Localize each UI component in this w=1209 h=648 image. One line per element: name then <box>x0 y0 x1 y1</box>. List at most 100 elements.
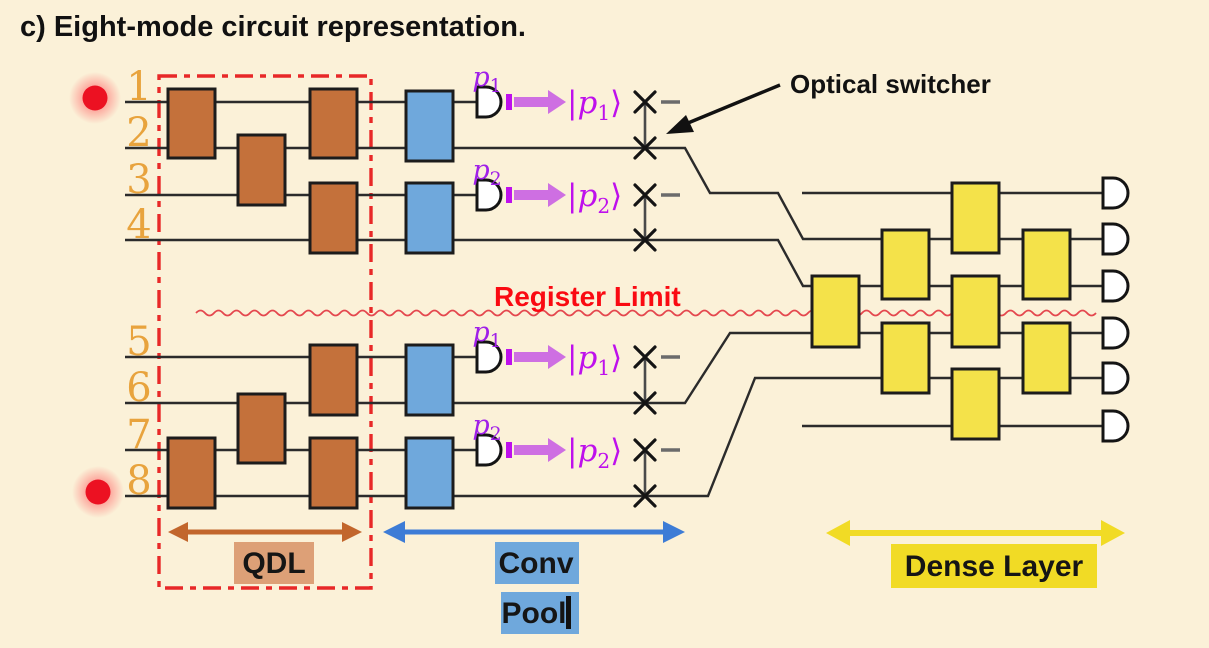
probe-label-p1-upper: p1 <box>472 62 501 97</box>
conv-block-m56 <box>404 343 455 417</box>
ket-p2-upper: |p2⟩ <box>567 178 622 218</box>
qdl-label: QDL <box>242 547 305 580</box>
qdl-dashed-boundary <box>157 74 373 590</box>
wire-mode-2-to-dense <box>125 146 1103 241</box>
mode-label-5: 5 <box>126 319 151 365</box>
switch-x-icon-m3 <box>633 183 657 207</box>
probe-arrow-shaft-m1 <box>514 97 549 107</box>
qdl-block-m78-right <box>308 436 359 510</box>
qdl-blocks <box>166 87 359 510</box>
pointer-line <box>687 83 781 125</box>
output-detector-icon-4 <box>1101 316 1130 350</box>
measurement-upper-p2: p2 |p2⟩ <box>472 155 622 218</box>
dense-block-c1 <box>810 274 861 349</box>
dense-block-c2a <box>880 228 931 301</box>
probe-arrow-head-m7 <box>548 438 566 462</box>
detector-icon-m3 <box>475 178 503 212</box>
ket-p2-lower: |p2⟩ <box>567 433 622 473</box>
qdl-label-highlight <box>234 542 314 584</box>
switch-x-icon-m6 <box>633 391 657 415</box>
probe-bar-m7 <box>506 442 512 458</box>
probe-label-p1-lower: p1 <box>472 317 501 352</box>
dense-arrow-left-head-icon <box>826 520 850 546</box>
probe-arrow-shaft-m3 <box>514 190 549 200</box>
input-photons <box>69 72 124 518</box>
switch-x-icon-m5 <box>633 345 657 369</box>
probe-arrow-head-m1 <box>548 90 566 114</box>
qdl-block-m67 <box>236 392 287 465</box>
dense-label-highlight <box>891 544 1097 588</box>
conv-block-m78 <box>404 436 455 510</box>
photon-dot-mode-8 <box>85 479 111 505</box>
dense-block-c3c <box>950 367 1001 441</box>
detector-icon-m5 <box>475 340 503 374</box>
ket-p1-lower: |p1⟩ <box>567 340 622 380</box>
layer-labels: QDL Conv Pool Dense Layer <box>234 542 1097 634</box>
switch-x-icon-m8 <box>633 484 657 508</box>
output-detectors <box>1101 176 1130 443</box>
mode-label-3: 3 <box>126 157 151 203</box>
dense-label: Dense Layer <box>905 550 1084 583</box>
conv-measurements: p1 |p1⟩ p2 |p2⟩ p1 |p1⟩ p2 |p <box>472 62 622 473</box>
conv-block-m12 <box>404 89 455 163</box>
dense-block-c3b <box>950 274 1001 349</box>
output-detector-icon-2 <box>1101 222 1130 256</box>
switch-x-icon-m1 <box>633 90 657 114</box>
mode-label-8: 8 <box>126 458 151 504</box>
dense-block-c4a <box>1021 228 1072 301</box>
probe-bar-m1 <box>506 94 512 110</box>
ket-p1-upper: |p1⟩ <box>567 85 622 125</box>
measurement-lower-p1: p1 |p1⟩ <box>472 317 622 380</box>
conv-block-m34 <box>404 181 455 255</box>
qdl-arrow-left-head-icon <box>168 522 188 542</box>
mode-label-1: 1 <box>126 64 151 110</box>
qdl-block-m34 <box>308 181 359 255</box>
output-detector-icon-5 <box>1101 361 1130 395</box>
probe-arrow-head-m3 <box>548 183 566 207</box>
measurement-upper-p1: p1 |p1⟩ <box>472 62 622 125</box>
probe-arrow-head-m5 <box>548 345 566 369</box>
dense-block-c2b <box>880 321 931 395</box>
switch-x-icon-m7 <box>633 438 657 462</box>
conv-label-highlight <box>495 542 579 584</box>
mode-number-labels: 1 2 3 4 5 6 7 8 <box>126 64 151 504</box>
switch-x-icon-m2 <box>633 136 657 160</box>
dense-block-c3a <box>950 181 1001 255</box>
output-detector-icon-1 <box>1101 176 1130 210</box>
qdl-block-m12-left <box>166 87 217 160</box>
switch-x-icon-m4 <box>633 228 657 252</box>
probe-bar-m5 <box>506 349 512 365</box>
register-limit-wave <box>195 309 1097 317</box>
probe-arrow-shaft-m7 <box>514 445 549 455</box>
output-detector-icon-3 <box>1101 269 1130 303</box>
qdl-block-m78-left <box>166 436 217 510</box>
dense-block-c4b <box>1021 321 1072 395</box>
register-limit-label: Register Limit <box>494 281 681 312</box>
probe-bar-m3 <box>506 187 512 203</box>
figure-title: c) Eight-mode circuit representation. <box>20 11 526 43</box>
mode-label-4: 4 <box>126 202 151 248</box>
qdl-block-m12-right <box>308 87 359 160</box>
qdl-block-m23 <box>236 133 287 207</box>
optical-switchers <box>633 90 680 508</box>
conv-arrow-left-head-icon <box>383 521 405 543</box>
probe-label-p2-lower: p2 <box>472 410 501 445</box>
measurement-lower-p2: p2 |p2⟩ <box>472 410 622 473</box>
dense-arrow-right-head-icon <box>1101 520 1125 546</box>
qdl-arrow-right-head-icon <box>342 522 362 542</box>
optical-switcher-label: Optical switcher <box>790 69 991 99</box>
optical-switcher-pointer <box>666 83 781 134</box>
text-cursor-artifact <box>566 596 571 629</box>
detector-icon-m7 <box>475 433 503 467</box>
probe-label-p2-upper: p2 <box>472 155 501 190</box>
conv-blocks <box>404 89 455 510</box>
pool-label: Pool <box>502 597 567 630</box>
detector-icon-m1 <box>475 85 503 119</box>
pointer-arrowhead-icon <box>666 115 694 134</box>
qdl-block-m56 <box>308 343 359 417</box>
mode-label-6: 6 <box>126 365 151 411</box>
conv-arrow-right-head-icon <box>663 521 685 543</box>
mode-label-2: 2 <box>126 110 151 156</box>
layer-extent-arrows <box>168 520 1125 546</box>
